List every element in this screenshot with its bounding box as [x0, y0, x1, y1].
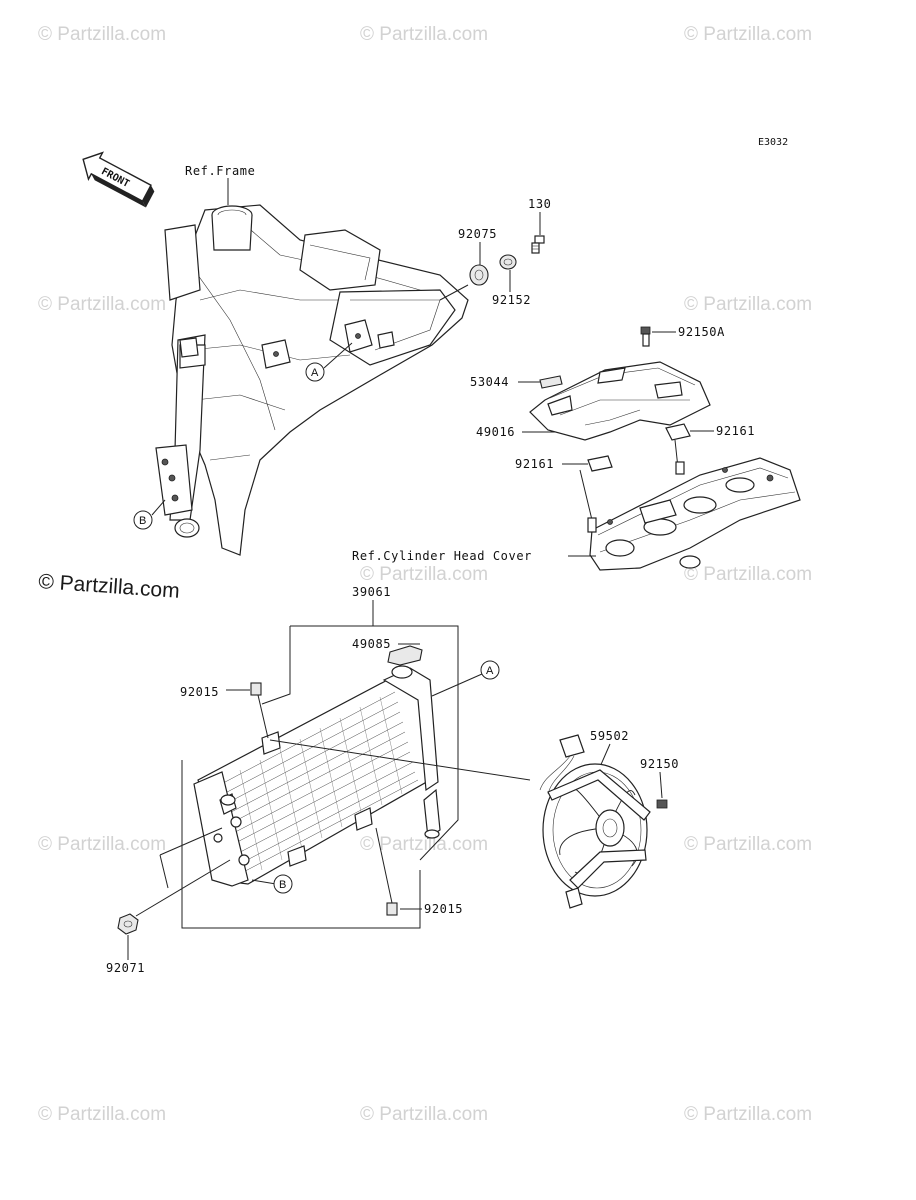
watermark: © Partzilla.com	[684, 24, 812, 45]
watermark: © Partzilla.com	[38, 24, 166, 45]
watermark: © Partzilla.com	[38, 294, 166, 315]
part-92015-nut-bottom	[386, 902, 398, 916]
part-130-bolt	[531, 235, 545, 254]
part-92161-pad-left	[587, 455, 613, 472]
part-53044-pad	[539, 375, 563, 389]
watermark: © Partzilla.com	[360, 1104, 488, 1125]
watermark: © Partzilla.com	[360, 24, 488, 45]
part-92071-nut	[117, 913, 139, 935]
label-92161-left: 92161	[515, 457, 554, 471]
watermark-dark: © Partzilla.com	[38, 570, 181, 603]
callout-b-label: B	[139, 515, 146, 527]
label-49016: 49016	[476, 425, 515, 439]
part-92150A-bolt	[640, 326, 651, 347]
part-59502-fan	[539, 734, 651, 909]
label-92161-right: 92161	[716, 424, 755, 438]
label-39061: 39061	[352, 585, 391, 599]
watermark: © Partzilla.com	[684, 834, 812, 855]
callout-b-radiator: B	[251, 874, 293, 894]
label-92075: 92075	[458, 227, 497, 241]
callout-b-frame: B	[133, 499, 166, 530]
part-92161-pad-right	[665, 423, 691, 441]
part-92015-nut-top	[250, 682, 262, 696]
watermark: © Partzilla.com	[38, 834, 166, 855]
watermark: © Partzilla.com	[684, 564, 812, 585]
callout-a-radiator: A	[431, 660, 500, 697]
watermark: © Partzilla.com	[684, 294, 812, 315]
part-49085-cap	[387, 645, 423, 666]
cylinder-head-cover-drawing	[587, 457, 801, 571]
label-92150: 92150	[640, 757, 679, 771]
label-92071: 92071	[106, 961, 145, 975]
label-92152: 92152	[492, 293, 531, 307]
radiator-drawing	[193, 665, 441, 887]
label-59502: 59502	[590, 729, 629, 743]
part-92152-collar	[499, 254, 517, 270]
label-ref-frame: Ref.Frame	[185, 164, 255, 178]
diagram-code: E3032	[758, 137, 788, 148]
callout-b-label: B	[279, 879, 286, 891]
part-92075-grommet	[469, 264, 489, 286]
watermark: © Partzilla.com	[360, 564, 488, 585]
label-49085: 49085	[352, 637, 391, 651]
label-ref-cylinder-head-cover: Ref.Cylinder Head Cover	[352, 549, 532, 563]
label-92015-top: 92015	[180, 685, 219, 699]
label-92015-bottom: 92015	[424, 902, 463, 916]
part-49016-cover	[529, 361, 711, 441]
label-130: 130	[528, 197, 551, 211]
callout-a-label: A	[486, 665, 494, 677]
callout-a-label: A	[311, 367, 319, 379]
part-92150-bolt	[656, 799, 668, 809]
front-arrow: FRONT	[82, 151, 155, 208]
label-92150A: 92150A	[678, 325, 725, 339]
watermark: © Partzilla.com	[38, 1104, 166, 1125]
watermark: © Partzilla.com	[360, 834, 488, 855]
label-53044: 53044	[470, 375, 509, 389]
watermark: © Partzilla.com	[684, 1104, 812, 1125]
callout-a-frame: A	[305, 342, 353, 382]
watermarks: © Partzilla.com © Partzilla.com © Partzi…	[38, 24, 812, 1125]
